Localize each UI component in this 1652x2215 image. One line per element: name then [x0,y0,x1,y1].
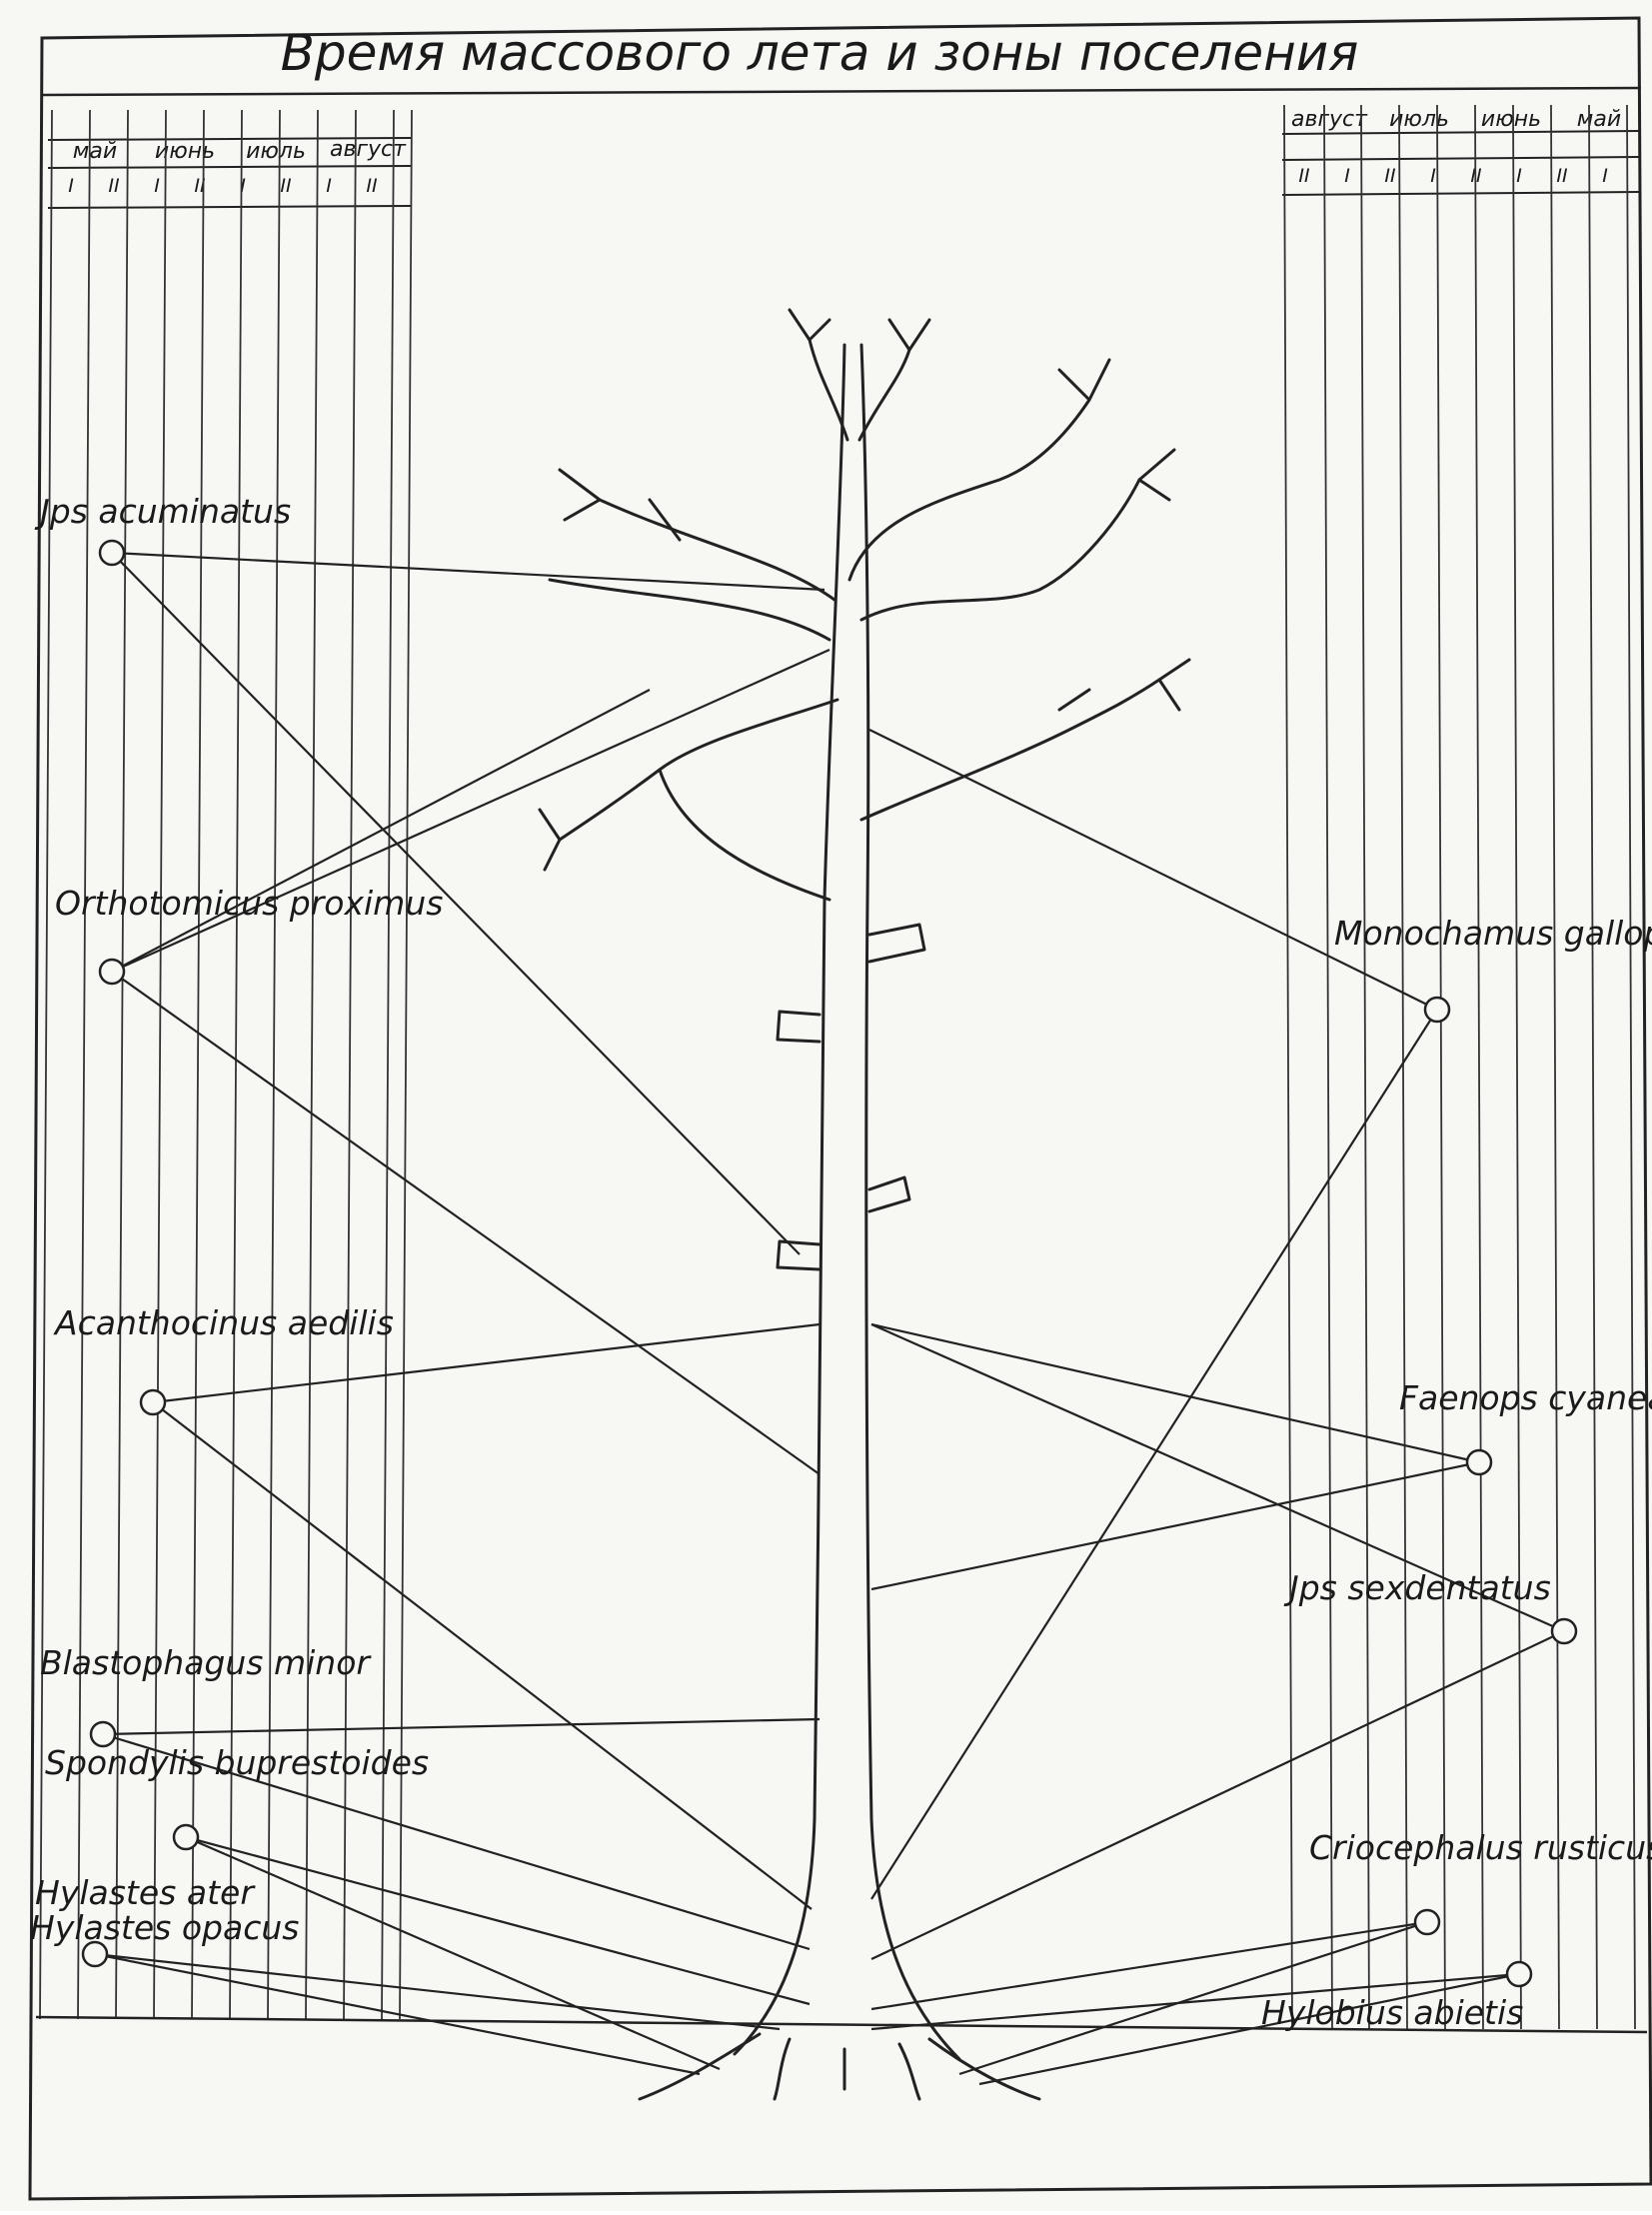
species-label: Blastophagus minor [40,1643,372,1682]
decade-column-line [268,110,280,2019]
right-month-august: август [1291,107,1368,132]
decade-column-line [230,110,242,2019]
species-label: Jps sexdentatus [1283,1568,1551,1607]
decade-label: II [366,175,378,197]
connector-line [186,1837,720,2069]
decade-label: I [1430,165,1436,187]
tree-trunk-left [735,345,844,2054]
decade-label: II [1384,165,1396,187]
connector-line [112,690,650,972]
decade-label: I [326,175,332,197]
connector-line [871,1631,1564,1959]
right-month-july: июль [1389,107,1449,132]
left-month-july: июль [246,139,306,164]
decade-column-line [1551,105,1559,2029]
species-label: Criocephalus rusticus [1309,1828,1652,1867]
decade-label: I [68,175,74,197]
species-label: Orthotomicus proximus [55,884,443,923]
decade-label: I [1516,165,1522,187]
left-month-august: август [330,137,407,162]
header-divider [42,88,1641,95]
decade-column-line [1437,105,1445,2029]
species-marker [1425,998,1449,1022]
species-label: Monochamus galloprovincialis [1334,914,1652,953]
species-marker [1507,1962,1531,1986]
species-marker [91,1722,115,1746]
right-month-june: июнь [1481,107,1541,132]
species-label: Hylobius abietis [1261,1993,1523,2032]
decade-column-line [1627,105,1635,2029]
species-label: Jps acuminatus [34,492,291,531]
left-month-may: май [73,139,117,164]
species-marker [100,541,124,565]
decade-column-line [1475,105,1483,2029]
pine-tree [540,310,1189,2099]
species-marker [1415,1910,1439,1934]
connector-line [112,650,829,972]
species-label: Hylastes opacus [30,1908,299,1947]
decade-column-line [306,110,318,2019]
decade-column-line [78,110,90,2019]
species-marker [141,1390,165,1414]
connector-line [112,972,820,1474]
decade-label: II [108,175,120,197]
species-marker [1552,1619,1576,1643]
diagram-title: Время массового лета и зоны поселения [281,24,1359,82]
decade-label: I [1602,165,1608,187]
species-label: Acanthocinus aedilis [53,1303,394,1342]
decade-label: I [1344,165,1350,187]
connector-line [869,730,1437,1010]
decade-column-line [1284,105,1292,2029]
species-label: Hylastes ater [35,1873,256,1912]
species-marker [100,960,124,984]
right-month-may: май [1577,107,1621,132]
species-marker [1467,1450,1491,1474]
decade-label: I [154,175,160,197]
decade-column-line [382,110,394,2019]
species-label: Spondylis buprestoides [45,1743,429,1782]
species-marker [83,1942,107,1966]
decade-column-line [1361,105,1369,2029]
decade-label: II [1298,165,1310,187]
connector-line [103,1719,820,1734]
connector-line [871,1324,1479,1462]
species-label: Faenops cyanea [1399,1378,1652,1417]
species-marker [174,1825,198,1849]
connector-line [871,1010,1437,1899]
decade-column-line [400,110,412,2019]
right-month-header [1282,131,1639,195]
decade-column-line [1589,105,1597,2029]
right-decade-columns [1284,105,1635,2029]
connector-line [112,553,825,590]
left-month-june: июнь [155,139,215,164]
decade-label: II [280,175,292,197]
connector-line [95,1954,700,2074]
decade-label: II [1556,165,1568,187]
decade-column-line [1513,105,1521,2029]
decade-column-line [344,110,356,2019]
decade-column-line [40,110,52,2019]
